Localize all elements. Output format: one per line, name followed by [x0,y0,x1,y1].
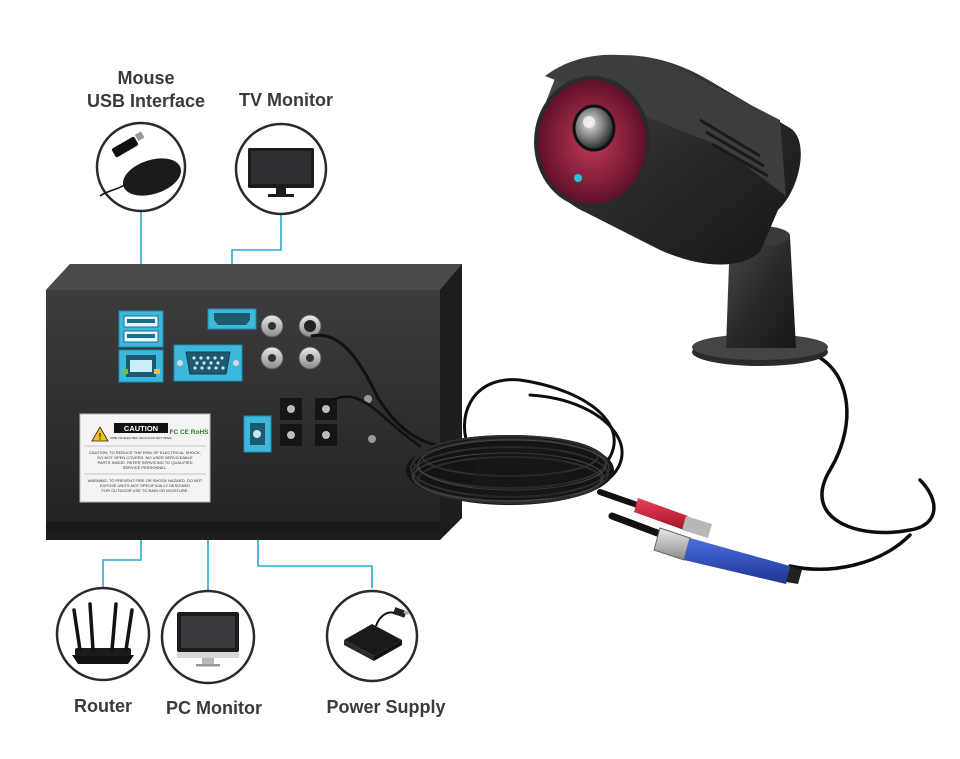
mouse-usb-device [97,123,186,211]
caution-text-line: SERVICE PERSONNEL. [123,465,167,470]
power-supply-device [327,591,417,681]
dvr-unit: ! CAUTION RISK OF ELECTRIC SHOCK DO NOT … [46,264,462,540]
router-device [57,588,149,680]
certification-marks: FC CE RoHS [170,429,210,436]
caution-title: CAUTION [124,424,158,433]
camera-lens [574,106,614,150]
mouse-label-line1: Mouse [76,67,216,90]
mouse-label-line2: USB Interface [66,90,226,113]
cable-coil [406,435,614,505]
svg-text:!: ! [99,432,102,442]
caution-subtitle: RISK OF ELECTRIC SHOCK DO NOT OPEN [111,436,172,440]
pc-monitor-label: PC Monitor [139,697,289,720]
hdmi-port [214,313,250,325]
caution-label: ! CAUTION RISK OF ELECTRIC SHOCK DO NOT … [80,414,210,502]
caution-text-line: FOR OUTDOOR USE TO RAIN OR MOISTURE. [102,488,189,493]
vga-port [186,352,230,374]
tv-monitor-device [236,124,326,214]
bullet-camera [536,55,828,366]
pc-monitor-device [162,591,254,683]
tv-monitor-label: TV Monitor [211,89,361,112]
power-supply-label: Power Supply [296,696,476,719]
